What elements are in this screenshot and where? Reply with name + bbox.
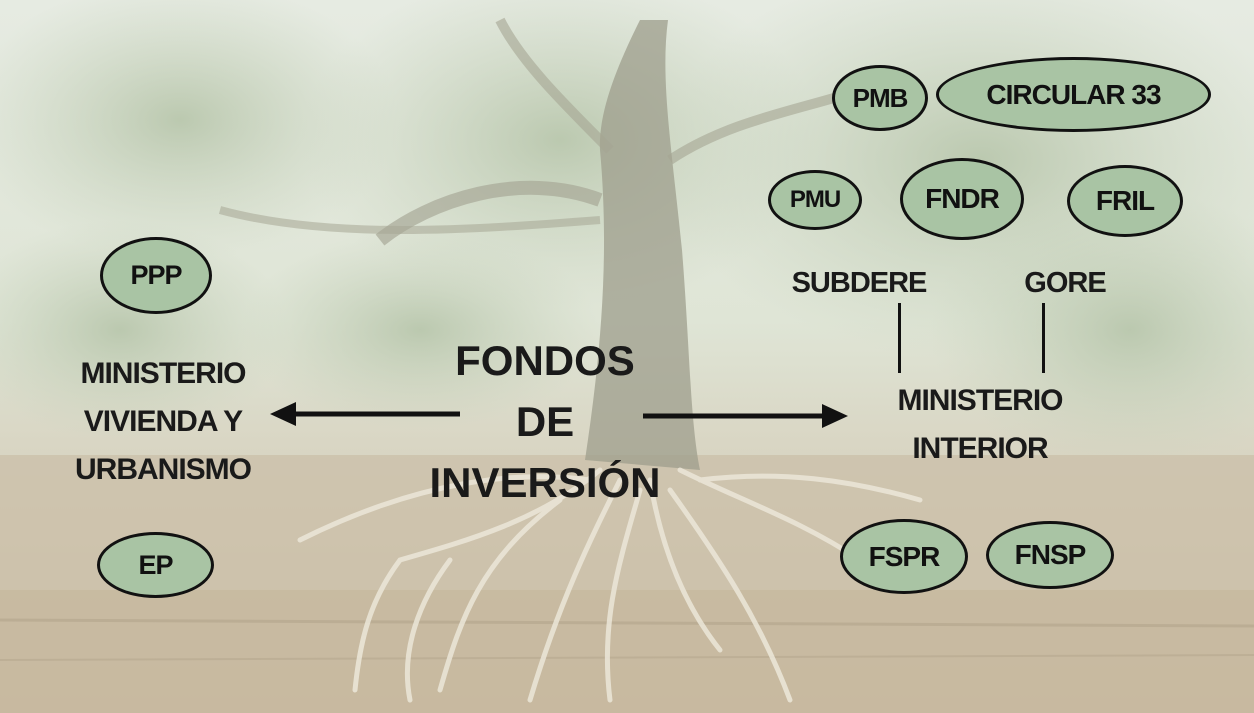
ministerio-vivienda-line-2: VIVIENDA Y (83, 405, 243, 438)
ministerio-interior-label: MINISTERIO INTERIOR (870, 377, 1090, 473)
circular-33-oval: CIRCULAR 33 (936, 57, 1211, 132)
fril-oval: FRIL (1067, 165, 1183, 237)
center-line-3: INVERSIÓN (429, 459, 661, 506)
ministerio-vivienda-label: MINISTERIO VIVIENDA Y URBANISMO (48, 350, 278, 494)
center-line-2: DE (515, 398, 575, 445)
subdere-label: SUBDERE (791, 267, 928, 299)
fspr-oval: FSPR (840, 519, 968, 594)
ep-oval: EP (97, 532, 214, 598)
ppp-oval: PPP (100, 237, 212, 314)
gore-connector-line (1042, 303, 1045, 373)
center-line-1: FONDOS (455, 337, 635, 384)
ministerio-vivienda-line-1: MINISTERIO (80, 357, 246, 390)
arrow-to-right (643, 404, 848, 428)
fnsp-oval: FNSP (986, 521, 1114, 589)
ministerio-interior-line-1: MINISTERIO (897, 384, 1063, 417)
pmb-oval: PMB (832, 65, 928, 131)
gore-label: GORE (1024, 267, 1106, 299)
subdere-connector-line (898, 303, 901, 373)
arrow-to-left (270, 402, 460, 426)
pmu-oval: PMU (768, 170, 862, 230)
fndr-oval: FNDR (900, 158, 1024, 240)
ministerio-interior-line-2: INTERIOR (912, 432, 1048, 465)
fondos-de-inversion-title: FONDOS DE INVERSIÓN (405, 330, 685, 513)
ministerio-vivienda-line-3: URBANISMO (75, 453, 252, 486)
